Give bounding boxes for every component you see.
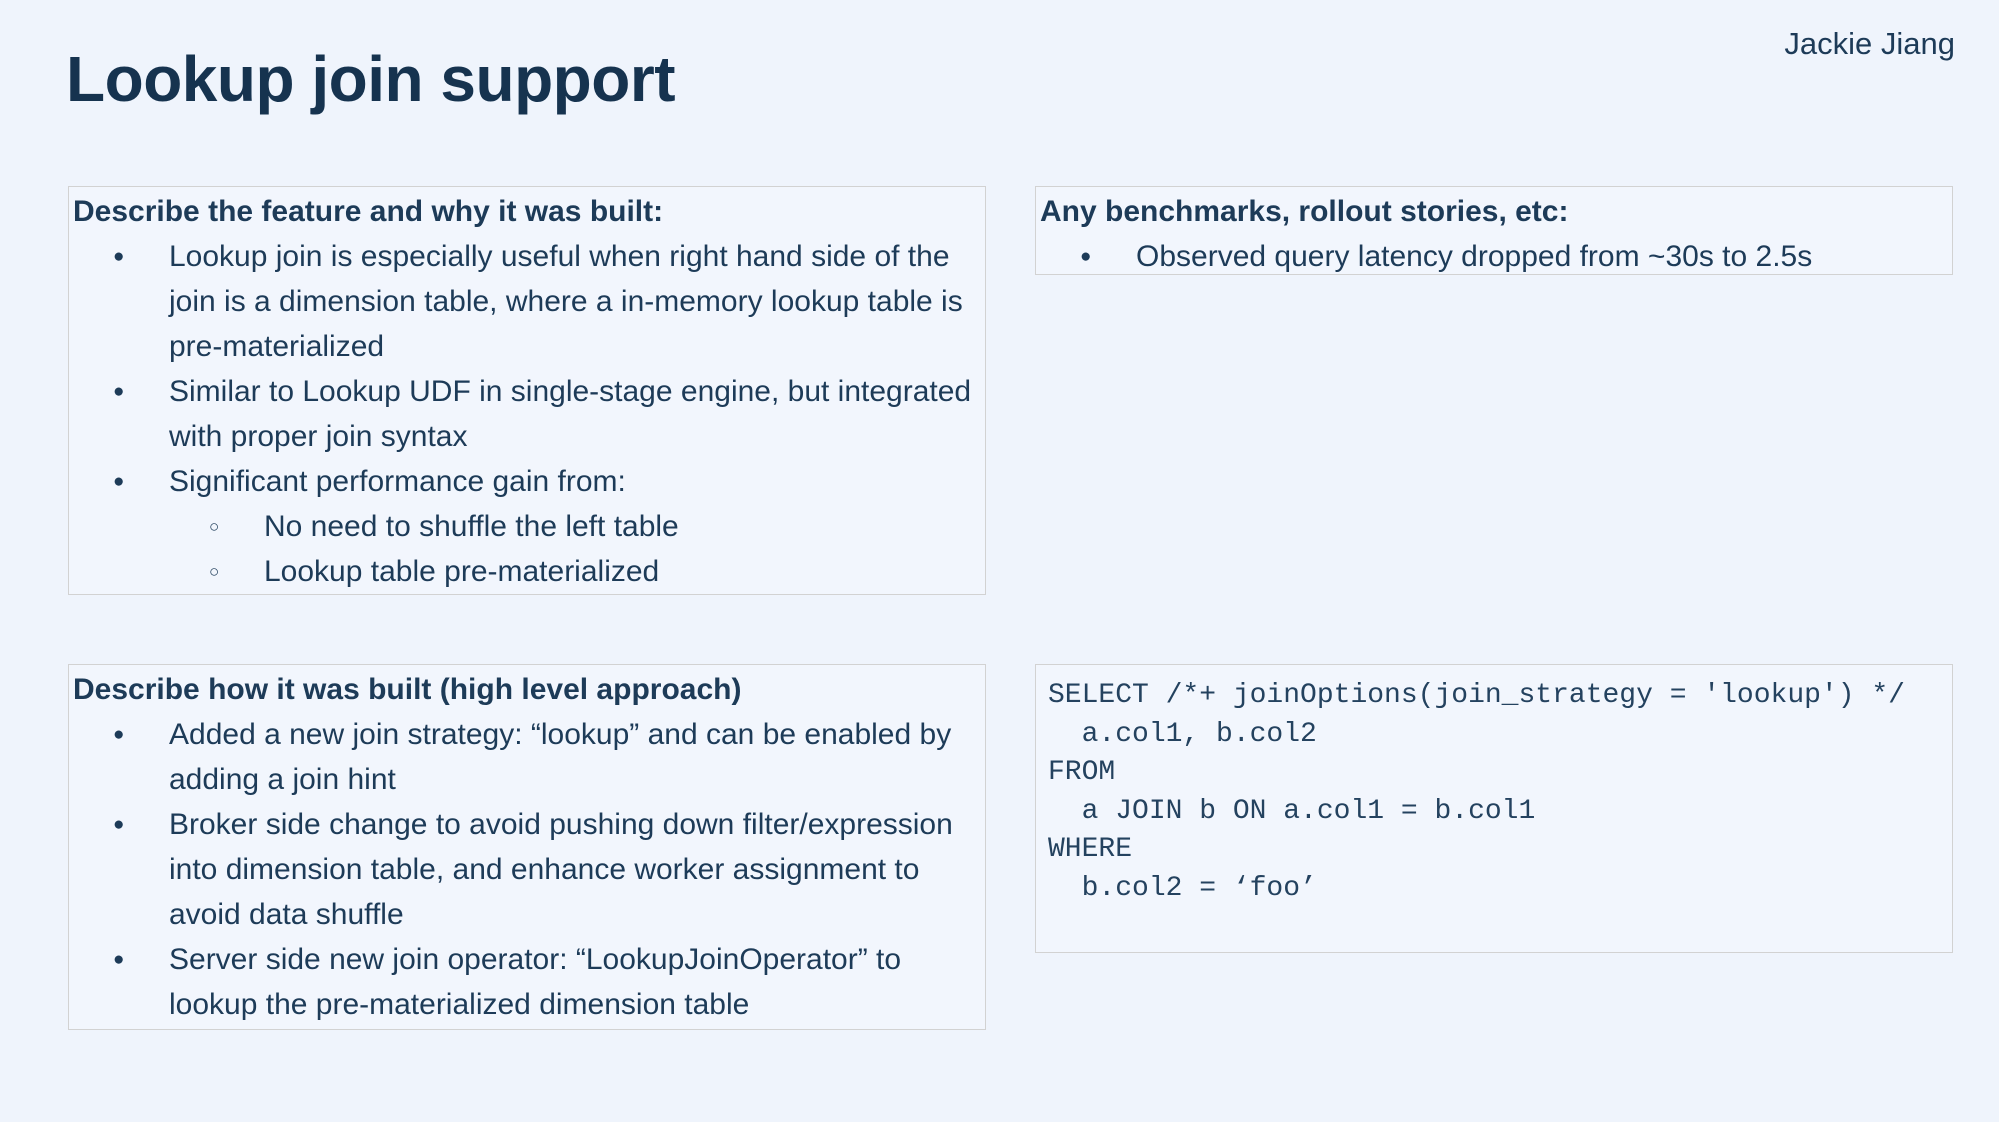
bullet-icon: ●: [113, 246, 125, 267]
bullet-text: Lookup table pre-materialized: [264, 555, 660, 588]
feature-box: Describe the feature and why it was buil…: [68, 186, 986, 595]
list-item: ● Added a new join strategy: “lookup” an…: [69, 712, 985, 802]
list-item: ○ Lookup table pre-materialized: [69, 549, 985, 594]
bullet-icon: ●: [113, 814, 125, 835]
how-built-box-header: Describe how it was built (high level ap…: [73, 673, 742, 706]
feature-bullet-list: ● Lookup join is especially useful when …: [69, 234, 985, 594]
bullet-text: Added a new join strategy: “lookup” and …: [169, 718, 952, 796]
bullet-text: Similar to Lookup UDF in single-stage en…: [169, 375, 972, 453]
benchmarks-box: Any benchmarks, rollout stories, etc: ● …: [1035, 186, 1953, 275]
sql-code: SELECT /*+ joinOptions(join_strategy = '…: [1048, 680, 1905, 904]
feature-box-header: Describe the feature and why it was buil…: [73, 195, 664, 228]
list-item: ● Lookup join is especially useful when …: [69, 234, 985, 369]
bullet-text: Server side new join operator: “LookupJo…: [169, 943, 902, 1021]
page-title: Lookup join support: [66, 43, 676, 115]
circle-bullet-icon: ○: [209, 517, 220, 536]
bullet-text: No need to shuffle the left table: [264, 510, 679, 543]
how-built-bullet-list: ● Added a new join strategy: “lookup” an…: [69, 712, 985, 1027]
author-name: Jackie Jiang: [1784, 26, 1955, 61]
list-item: ● Broker side change to avoid pushing do…: [69, 802, 985, 937]
list-item: ● Observed query latency dropped from ~3…: [1036, 234, 1952, 274]
bullet-icon: ●: [113, 381, 125, 402]
benchmarks-bullet-list: ● Observed query latency dropped from ~3…: [1036, 234, 1952, 274]
benchmarks-box-header: Any benchmarks, rollout stories, etc:: [1040, 195, 1569, 228]
bullet-icon: ●: [1080, 246, 1092, 267]
list-item: ● Significant performance gain from:: [69, 459, 985, 504]
list-item: ○ No need to shuffle the left table: [69, 504, 985, 549]
bullet-icon: ●: [113, 724, 125, 745]
list-item: ● Similar to Lookup UDF in single-stage …: [69, 369, 985, 459]
bullet-text: Broker side change to avoid pushing down…: [169, 808, 953, 931]
bullet-text: Lookup join is especially useful when ri…: [169, 240, 963, 363]
bullet-icon: ●: [113, 471, 125, 492]
bullet-text: Observed query latency dropped from ~30s…: [1136, 240, 1813, 273]
bullet-icon: ●: [113, 949, 125, 970]
list-item: ● Server side new join operator: “Lookup…: [69, 937, 985, 1027]
sql-code-box: SELECT /*+ joinOptions(join_strategy = '…: [1035, 664, 1953, 953]
circle-bullet-icon: ○: [209, 562, 220, 581]
bullet-text: Significant performance gain from:: [169, 465, 626, 498]
how-built-box: Describe how it was built (high level ap…: [68, 664, 986, 1030]
